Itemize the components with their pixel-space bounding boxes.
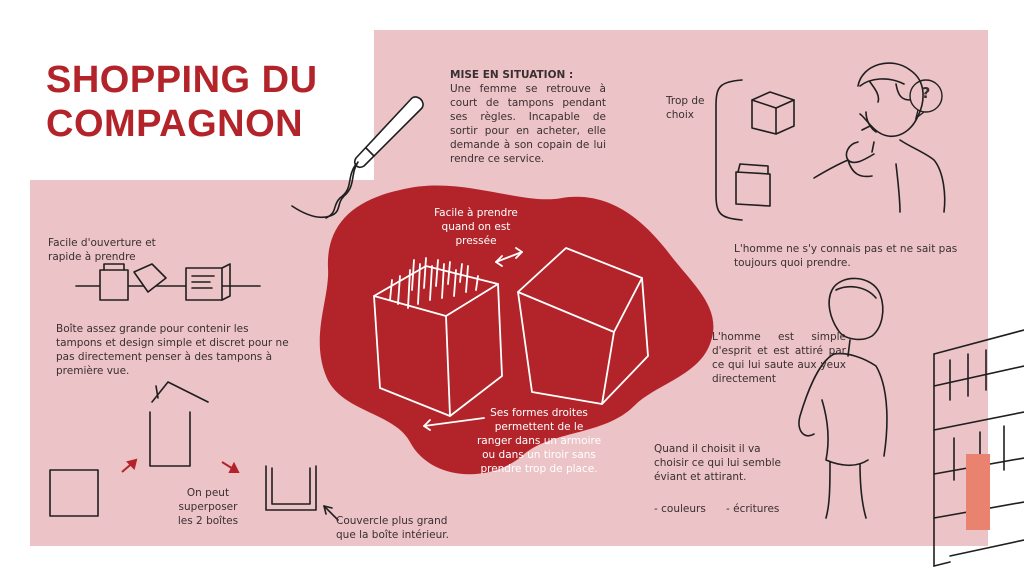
shapes-note: Ses formes droites permettent de le rang… bbox=[476, 407, 602, 475]
question-mark: ? bbox=[921, 84, 931, 102]
page-title: SHOPPING DU COMPAGNON bbox=[46, 58, 318, 146]
choice-bracket-sketch bbox=[715, 79, 795, 221]
standing-man-sketch bbox=[798, 277, 888, 519]
tampon-illustration bbox=[291, 96, 424, 219]
store-shelves-sketch bbox=[933, 329, 1024, 567]
bullet-colors: - couleurs bbox=[654, 503, 706, 515]
opening-note: Facile d'ouverture et rapide à prendre bbox=[48, 237, 156, 263]
easy-note: Facile à prendre quand on est pressée bbox=[434, 207, 518, 247]
lid-note: Couvercle plus grand que la boîte intéri… bbox=[336, 515, 449, 541]
thinking-man-sketch bbox=[813, 62, 946, 213]
boxes-opening-sketch bbox=[75, 263, 261, 301]
background-panel-top bbox=[374, 30, 988, 180]
title-line-2: COMPAGNON bbox=[46, 103, 304, 145]
unknown-note: L'homme ne s'y connais pas et ne sait pa… bbox=[734, 243, 958, 269]
product-blob bbox=[319, 185, 714, 475]
situation-text: Une femme se retrouve à court de tampons… bbox=[450, 83, 606, 165]
bullet-writing: - écritures bbox=[726, 503, 780, 515]
choice-note: Trop de choix bbox=[666, 95, 705, 121]
situation-heading: MISE EN SITUATION : bbox=[450, 69, 574, 81]
chooses-note: Quand il choisit il va choisir ce qui lu… bbox=[654, 443, 781, 483]
design-note: Boîte assez grande pour contenir les tam… bbox=[56, 323, 289, 377]
title-line-1: SHOPPING DU bbox=[46, 59, 318, 101]
simple-note: L'homme est simple d'esprit et est attir… bbox=[712, 331, 846, 385]
stacking-sketch bbox=[49, 381, 339, 521]
stack-note: On peut superposer les 2 boîtes bbox=[177, 487, 239, 527]
